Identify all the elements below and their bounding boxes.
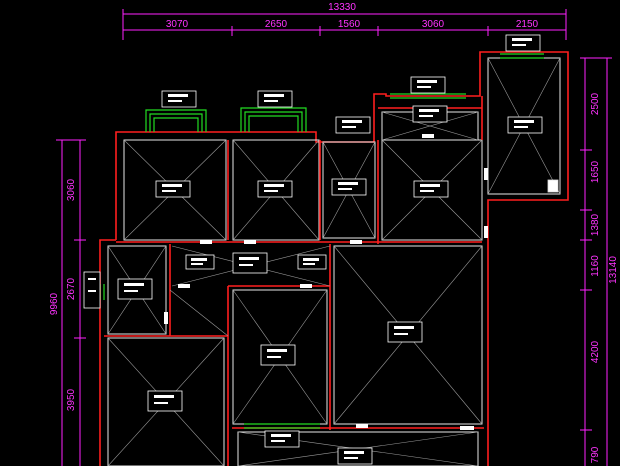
room-tag bbox=[260, 344, 296, 366]
room-tag bbox=[335, 116, 371, 134]
top-total-dimension: 13330 bbox=[328, 2, 356, 13]
room-tag bbox=[185, 254, 215, 270]
right-segment-5: 4200 bbox=[590, 340, 601, 363]
right-dimension-chain: 2500 1650 1380 1160 4200 790 13140 bbox=[580, 57, 619, 466]
room-tag bbox=[257, 90, 293, 108]
door-marks bbox=[164, 134, 559, 430]
room-tag bbox=[147, 390, 183, 412]
right-segment-3: 1380 bbox=[590, 213, 601, 236]
left-total-dimension: 9960 bbox=[49, 292, 60, 315]
room-tag bbox=[161, 90, 197, 108]
room-tag bbox=[297, 254, 327, 270]
left-segment-1: 3060 bbox=[66, 178, 77, 201]
room-tag bbox=[413, 180, 449, 198]
room-tag bbox=[410, 76, 446, 94]
right-segment-6: 790 bbox=[590, 446, 601, 463]
room-tag bbox=[232, 252, 268, 274]
left-dimension-chain: 3060 2670 3950 9960 bbox=[49, 139, 86, 466]
room-tag bbox=[155, 180, 191, 198]
top-segment-2: 2650 bbox=[265, 19, 288, 30]
right-total-dimension: 13140 bbox=[608, 256, 619, 284]
top-segment-1: 3070 bbox=[166, 19, 189, 30]
top-segment-4: 3060 bbox=[422, 19, 445, 30]
room-tags bbox=[83, 34, 543, 465]
top-segment-5: 2150 bbox=[516, 19, 539, 30]
room-tag bbox=[507, 116, 543, 134]
room-tag bbox=[83, 271, 101, 309]
room-tag bbox=[257, 180, 293, 198]
top-segment-3: 1560 bbox=[338, 19, 361, 30]
room-tag bbox=[387, 321, 423, 343]
room-tag bbox=[412, 105, 448, 123]
room-tag bbox=[331, 178, 367, 196]
room-tag bbox=[264, 430, 300, 448]
right-segment-1: 2500 bbox=[590, 92, 601, 115]
room-tag bbox=[337, 447, 373, 465]
windows bbox=[99, 53, 544, 429]
left-segment-2: 2670 bbox=[66, 277, 77, 300]
left-segment-3: 3950 bbox=[66, 388, 77, 411]
right-segment-2: 1650 bbox=[590, 160, 601, 183]
room-tag bbox=[505, 34, 541, 52]
right-segment-4: 1160 bbox=[590, 255, 601, 277]
top-dimension-chain: 13330 3070 2650 1560 3060 2150 bbox=[122, 2, 567, 40]
room-tag bbox=[117, 278, 153, 300]
